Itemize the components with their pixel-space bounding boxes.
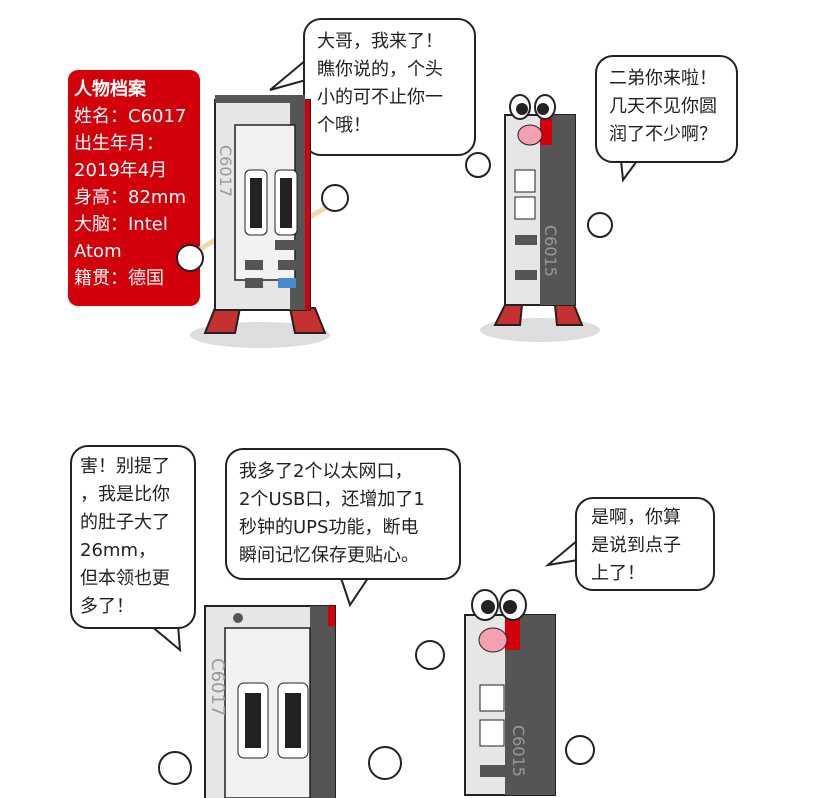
bubble-line: 二弟你来啦！ [609,68,717,89]
device-label: C6015 [541,225,560,277]
bubble-line: 秒钟的UPS功能，断电 [239,517,419,538]
bubble-line: 小的可不止你一 [317,87,443,108]
device-label: C6017 [207,658,228,716]
profile-line: 姓名：C6017 [74,106,187,127]
bubble-line: 瞧你说的，个头 [317,59,443,80]
character-profile-card: 人物档案 姓名：C6017 出生年月： 2019年4月 身高：82mm 大脑：I… [68,70,200,306]
bubble-line: 个哦！ [317,115,371,136]
bubble-line: ，我是比你 [80,484,170,505]
c6017-character: C6017 [176,95,349,348]
bubble-line: 瞬间记忆保存更贴心。 [239,545,419,566]
bubble-line: 大哥，我来了！ [317,31,443,52]
speech-bubble-c6017: 大哥，我来了！ 瞧你说的，个头 小的可不止你一 个哦！ [303,18,476,156]
bubble-line: 多了！ [80,596,134,617]
speech-bubble-c6017-reply: 害！别提了 ，我是比你 的肚子大了 26mm， 但本领也更 多了！ [70,445,196,629]
bubble-line: 我多了2个以太网口， [239,461,413,482]
bubble-line: 害！别提了 [80,456,170,477]
speech-bubble-features: 我多了2个以太网口， 2个USB口，还增加了1 秒钟的UPS功能，断电 瞬间记忆… [225,448,461,580]
bubble-line: 润了不少啊？ [609,124,717,145]
profile-line: 2019年4月 [74,160,168,181]
bubble-line: 但本领也更 [80,568,170,589]
bubble-line: 的肚子大了 [80,512,170,533]
bubble-line: 2个USB口，还增加了1 [239,489,425,510]
profile-line: Atom [74,241,122,262]
profile-line: 出生年月： [74,133,164,154]
c6015-character: C6015 [465,94,613,342]
speech-bubble-c6015-reply: 是啊，你算 是说到点子 上了！ [575,497,715,591]
c6017-character-panel2: C6017 [158,605,402,798]
profile-title: 人物档案 [74,79,146,100]
c6015-character-panel2: C6015 [415,589,595,796]
bubble-line: 是啊，你算 [591,507,681,528]
profile-line: 籍贯：德国 [74,268,164,289]
profile-line: 大脑：Intel [74,214,168,235]
speech-bubble-c6015: 二弟你来啦！ 几天不见你圆 润了不少啊？ [595,55,738,163]
device-label: C6015 [509,725,528,777]
profile-line: 身高：82mm [74,187,186,208]
bubble-line: 几天不见你圆 [609,96,717,117]
device-label: C6017 [216,145,235,197]
bubble-line: 是说到点子 [591,535,681,556]
bubble-line: 26mm， [80,540,156,561]
bubble-line: 上了！ [591,563,645,584]
